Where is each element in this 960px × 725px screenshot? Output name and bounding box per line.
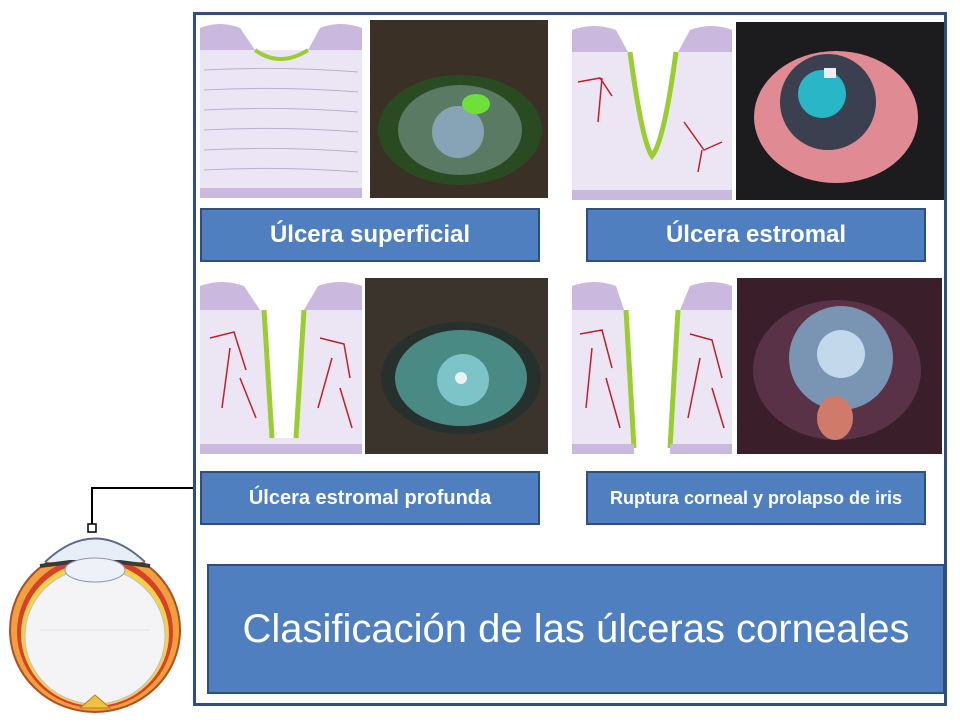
label-deep-stromal-ulcer: Úlcera estromal profunda xyxy=(200,471,540,525)
diagram-superficial-ulcer xyxy=(200,20,362,198)
label-corneal-rupture: Ruptura corneal y prolapso de iris xyxy=(586,471,926,525)
connector-marker xyxy=(87,523,97,533)
label-superficial-ulcer: Úlcera superficial xyxy=(200,208,540,262)
diagram-corneal-rupture xyxy=(572,278,732,454)
page-title: Clasificación de las úlceras corneales xyxy=(207,564,945,694)
eye-anatomy-diagram xyxy=(0,470,200,720)
connector-line xyxy=(91,487,193,528)
diagram-deep-stromal-ulcer xyxy=(200,278,362,454)
label-stromal-ulcer: Úlcera estromal xyxy=(586,208,926,262)
photo-superficial-ulcer xyxy=(370,20,548,198)
photo-stromal-ulcer xyxy=(736,22,944,200)
diagram-stromal-ulcer xyxy=(572,22,732,200)
photo-corneal-rupture xyxy=(737,278,942,454)
photo-deep-stromal-ulcer xyxy=(365,278,548,454)
